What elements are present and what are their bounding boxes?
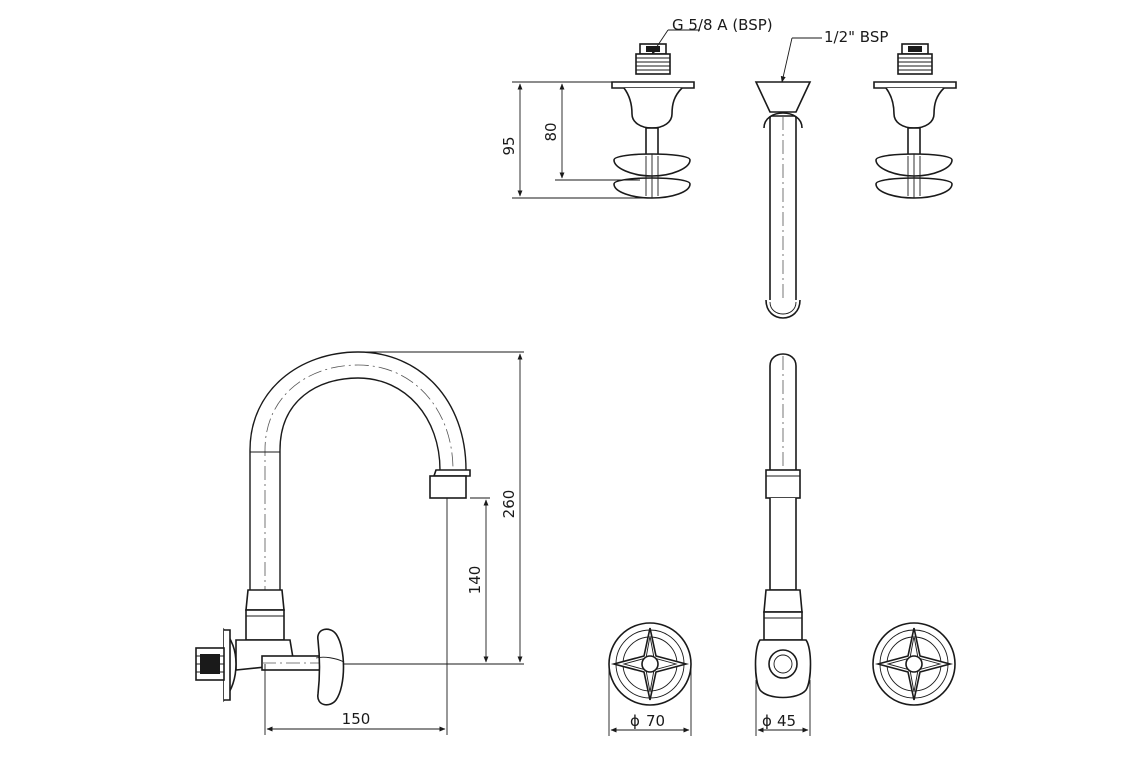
dim-260-label: 260 — [500, 490, 518, 519]
valve-front-view-right — [872, 622, 956, 706]
dim-140-label: 140 — [466, 566, 484, 595]
thread-leader — [651, 29, 700, 55]
valve-front-view-left — [608, 622, 692, 706]
diameter-45-dim — [755, 680, 811, 736]
faucet-side-view — [195, 351, 471, 706]
dim-d45-label: 45 — [777, 712, 796, 730]
diameter-symbol-70: ϕ — [630, 712, 640, 730]
diameter-70-dim — [608, 664, 692, 736]
height-dims-top — [512, 81, 652, 199]
bsp-label: 1/2" BSP — [824, 28, 888, 46]
valve-top-view-left — [611, 43, 695, 199]
valve-top-view-right — [873, 43, 957, 199]
dim-150-label: 150 — [342, 710, 371, 728]
spout-top-view — [754, 81, 812, 319]
side-view-dims — [264, 351, 524, 735]
bsp-leader — [780, 37, 822, 83]
dim-95-label: 95 — [500, 136, 518, 155]
diameter-symbol-45: ϕ — [762, 712, 772, 730]
thread-label: G 5/8 A (BSP) — [672, 16, 773, 34]
spout-front-view — [754, 353, 812, 699]
dim-80-label: 80 — [542, 122, 560, 141]
dim-d70-label: 70 — [646, 712, 665, 730]
